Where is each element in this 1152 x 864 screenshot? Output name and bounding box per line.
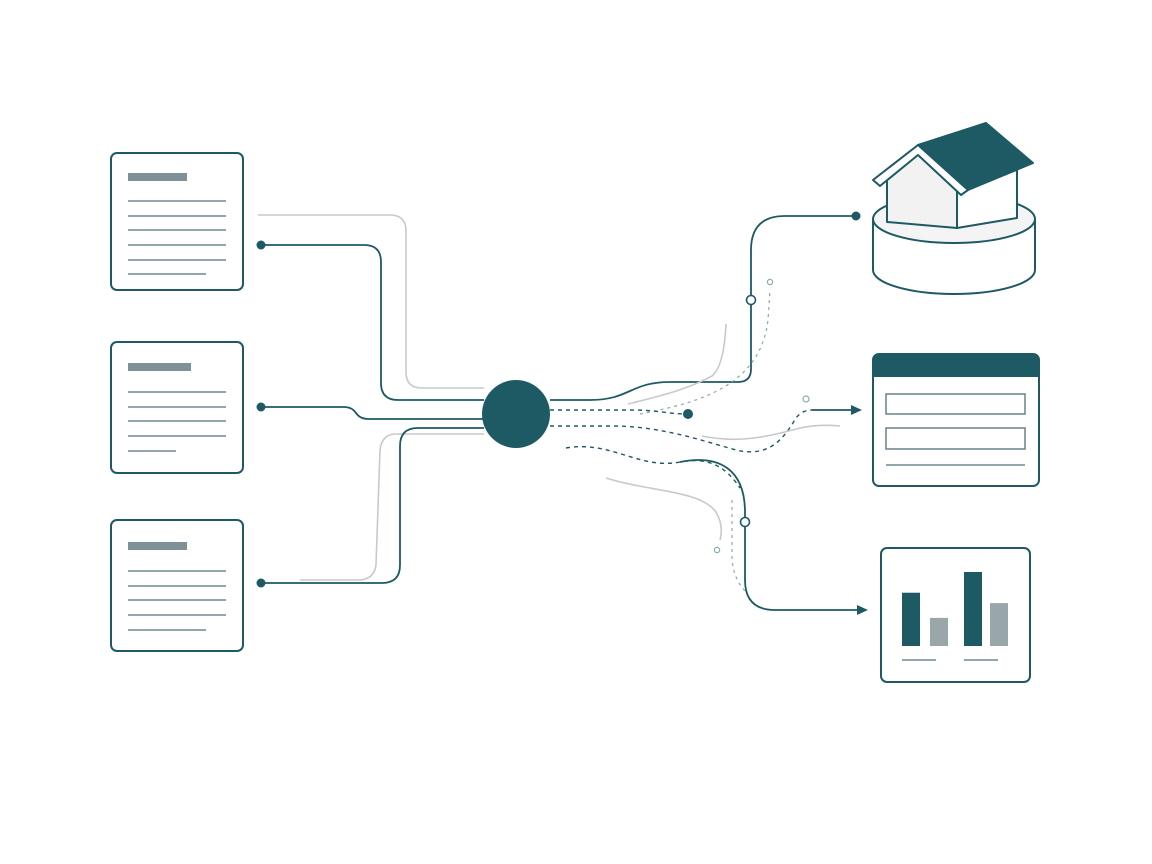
mini-bar-1 bbox=[902, 592, 920, 646]
bar-chart-icon bbox=[880, 547, 1031, 683]
output-connector-form bbox=[550, 395, 862, 453]
mini-bar-3 bbox=[964, 572, 982, 646]
source-document-1 bbox=[110, 152, 244, 291]
output-connector-chart bbox=[565, 446, 868, 615]
mini-bar-2 bbox=[930, 617, 948, 646]
house-on-platform-icon bbox=[872, 122, 1036, 295]
hub-node-icon bbox=[482, 380, 550, 448]
mini-bars bbox=[902, 572, 1008, 646]
source-document-2 bbox=[110, 341, 244, 474]
ghost-input-paths bbox=[258, 214, 484, 581]
input-connector-2 bbox=[256, 402, 484, 420]
form-window-icon bbox=[872, 353, 1040, 487]
input-connector-3 bbox=[256, 427, 484, 588]
source-document-3 bbox=[110, 519, 244, 652]
mini-bar-4 bbox=[990, 603, 1008, 646]
output-connector-house bbox=[550, 211, 861, 415]
input-connector-1 bbox=[256, 240, 484, 401]
